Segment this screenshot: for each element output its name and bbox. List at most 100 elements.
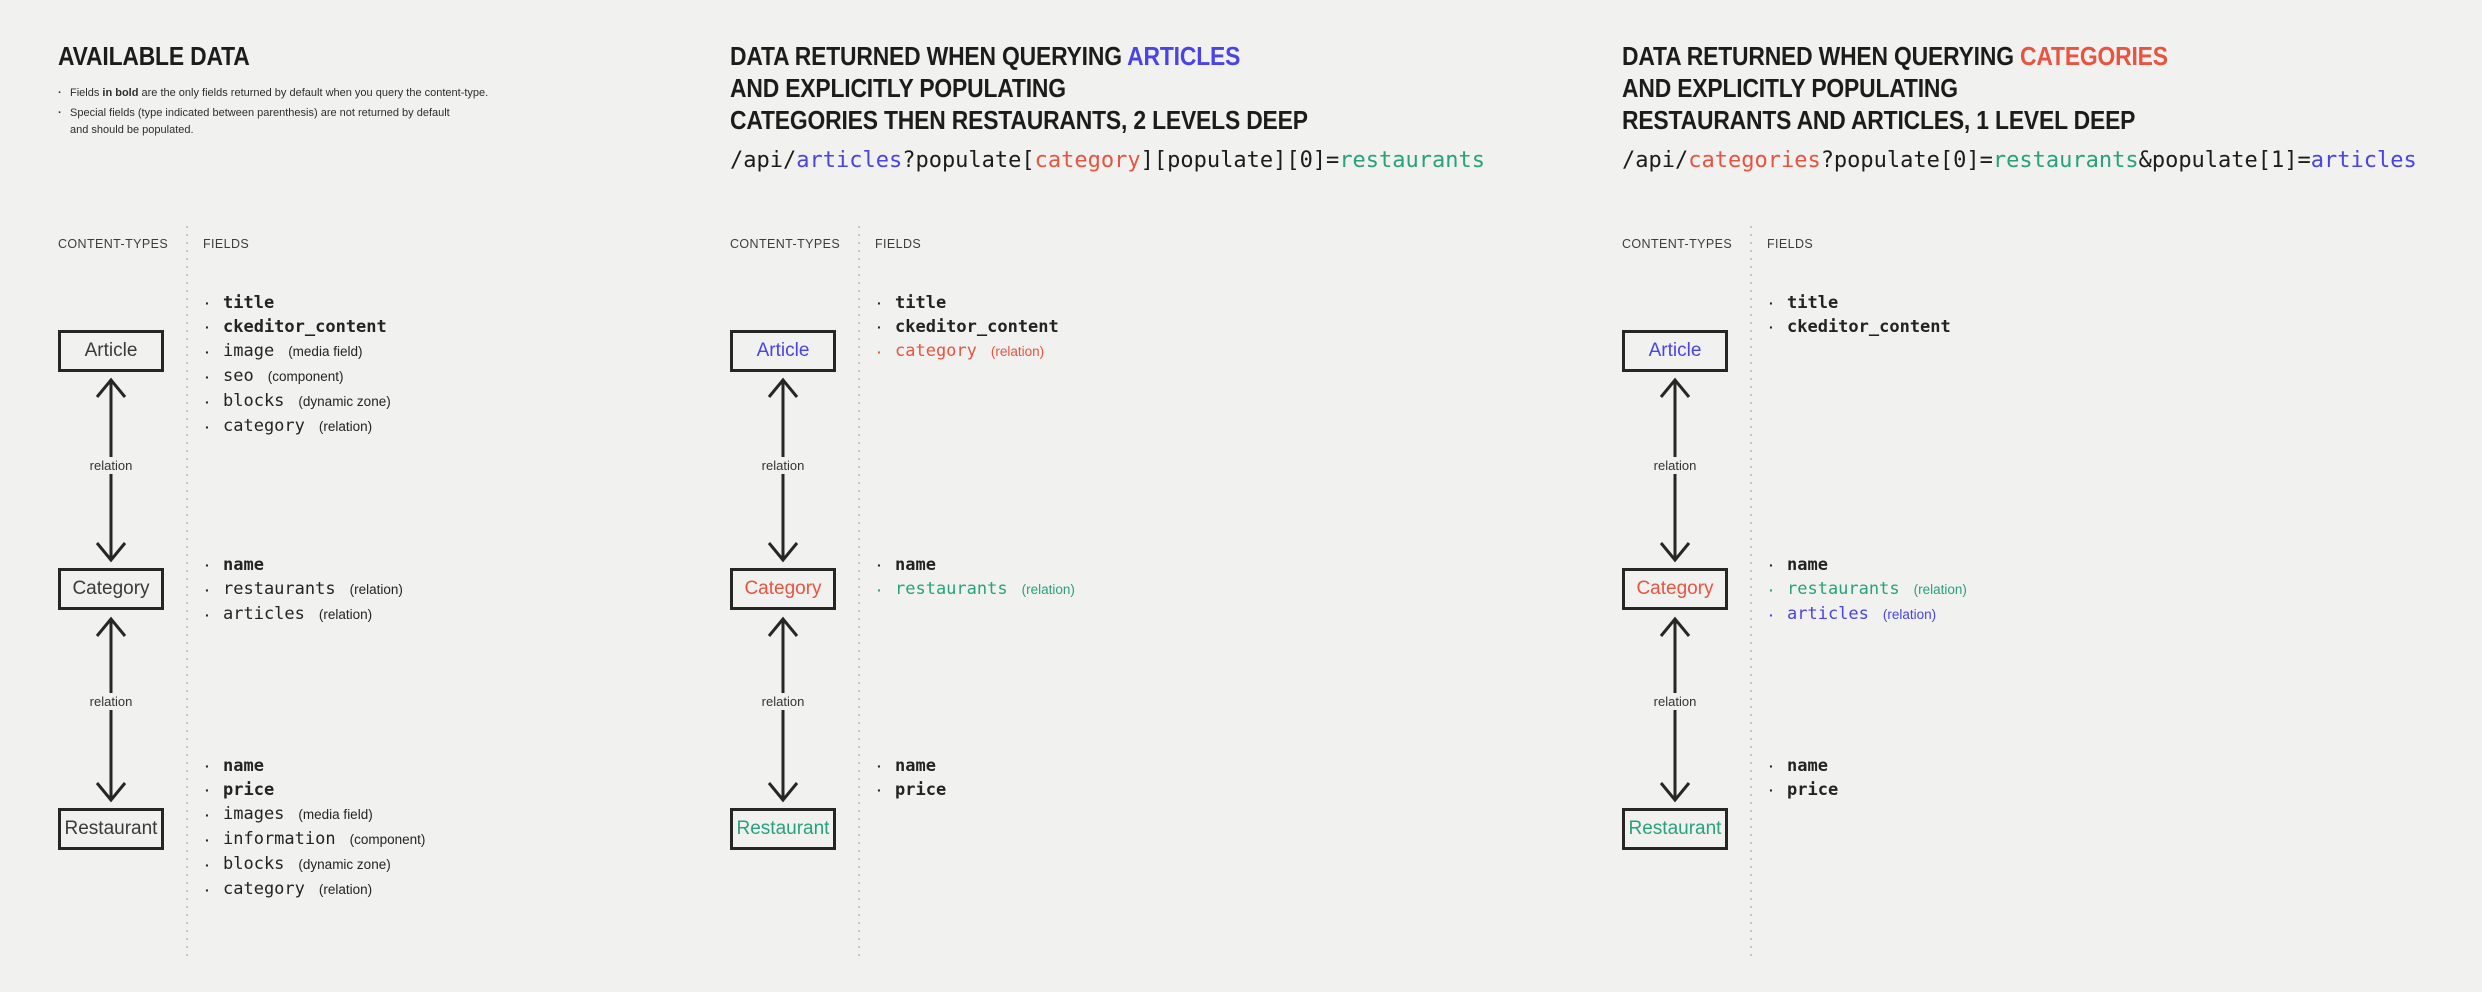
category-fields: name restaurants (relation) — [877, 553, 1237, 602]
field-row: blocks (dynamic zone) — [205, 389, 565, 414]
field-row: name — [877, 754, 1237, 778]
field-type: (relation) — [318, 882, 373, 897]
node-label: Category — [1636, 578, 1714, 599]
code-segment: articles — [796, 148, 903, 173]
content-types-column-label: CONTENT-TYPES — [58, 237, 169, 251]
field-row: restaurants (relation) — [205, 577, 565, 602]
field-row: name — [205, 553, 565, 577]
heading-segment: DATA RETURNED WHEN QUERYING — [1622, 41, 2021, 71]
field-row: image (media field) — [205, 339, 565, 364]
field-type: (dynamic zone) — [298, 394, 391, 409]
field-row: ckeditor_content — [877, 315, 1237, 339]
field-name: articles — [223, 604, 305, 624]
heading-segment: CATEGORIES THEN RESTAURANTS, 2 LEVELS DE… — [730, 105, 1308, 135]
article-fields: title ckeditor_content — [1769, 291, 2129, 339]
relation-label: relation — [1647, 693, 1703, 710]
field-type: (relation) — [1021, 582, 1075, 597]
field-row: category (relation) — [205, 414, 565, 439]
field-type: (relation) — [990, 344, 1045, 359]
field-row: blocks (dynamic zone) — [205, 852, 565, 877]
field-name: name — [895, 756, 936, 776]
field-row: name — [1769, 754, 2129, 778]
category-box: Category — [1622, 568, 1728, 610]
note-text: and should be populated. — [70, 124, 194, 136]
code-segment: /api/ — [730, 148, 797, 173]
field-type: (relation) — [318, 607, 373, 622]
api-code-line: /api/categories?populate[0]=restaurants&… — [1622, 146, 2417, 176]
field-row: title — [877, 291, 1237, 315]
article-box: Article — [58, 330, 164, 372]
field-row: name — [205, 754, 565, 778]
node-label: Restaurant — [1628, 818, 1722, 839]
field-name: ckeditor_content — [223, 317, 387, 337]
node-label: Restaurant — [736, 818, 830, 839]
content-types-column-label: CONTENT-TYPES — [730, 237, 841, 251]
note-item: Special fields (type indicated between p… — [58, 105, 488, 139]
usage-notes: Fields in bold are the only fields retur… — [58, 85, 488, 139]
field-name: restaurants — [895, 579, 1008, 599]
field-row: category (relation) — [205, 877, 565, 902]
restaurant-fields: name price — [877, 754, 1237, 802]
field-name: restaurants — [1787, 579, 1900, 599]
field-row: ckeditor_content — [205, 315, 565, 339]
restaurant-box: Restaurant — [730, 808, 836, 850]
note-text: are the only fields returned by default … — [138, 87, 489, 99]
field-name: price — [1787, 780, 1839, 800]
fields-column-label: FIELDS — [203, 237, 250, 251]
field-name: price — [895, 780, 947, 800]
node-label: Article — [84, 340, 138, 361]
relation-label: relation — [83, 457, 139, 474]
api-code-line: /api/articles?populate[category][populat… — [730, 146, 1485, 176]
fields-column-label: FIELDS — [1767, 237, 1814, 251]
heading-segment: AND EXPLICITLY POPULATING — [730, 73, 1066, 103]
code-segment: restaurants — [1992, 148, 2139, 173]
field-row: information (component) — [205, 827, 565, 852]
field-type: (dynamic zone) — [298, 857, 391, 872]
field-name: name — [1787, 756, 1828, 776]
content-types-column-label: CONTENT-TYPES — [1622, 237, 1733, 251]
field-row: images (media field) — [205, 802, 565, 827]
restaurant-fields: name price images (media field) informat… — [205, 754, 565, 902]
field-name: name — [223, 756, 264, 776]
panel-available-data: AVAILABLE DATA Fields in bold are the on… — [58, 0, 718, 992]
article-box: Article — [1622, 330, 1728, 372]
column-separator — [858, 226, 860, 960]
field-name: seo — [223, 366, 254, 386]
field-name: category — [223, 879, 305, 899]
restaurant-fields: name price — [1769, 754, 2129, 802]
field-row: restaurants (relation) — [1769, 577, 2129, 602]
note-text: Special fields (type indicated between p… — [70, 107, 450, 119]
field-row: restaurants (relation) — [877, 577, 1237, 602]
field-name: ckeditor_content — [895, 317, 1059, 337]
field-name: name — [223, 555, 264, 575]
code-segment: ][populate][0]= — [1140, 148, 1340, 173]
field-type: (relation) — [349, 582, 403, 597]
article-fields: title ckeditor_content image (media fiel… — [205, 291, 565, 439]
code-segment: articles — [2310, 148, 2417, 173]
restaurant-box: Restaurant — [58, 808, 164, 850]
heading-segment: AND EXPLICITLY POPULATING — [1622, 73, 1958, 103]
field-row: price — [877, 778, 1237, 802]
category-fields: name restaurants (relation) articles (re… — [205, 553, 565, 627]
field-row: name — [877, 553, 1237, 577]
code-segment: restaurants — [1339, 148, 1486, 173]
field-name: title — [895, 293, 947, 313]
category-box: Category — [58, 568, 164, 610]
field-name: images — [223, 804, 285, 824]
code-segment: /api/ — [1622, 148, 1689, 173]
field-name: blocks — [223, 854, 285, 874]
category-box: Category — [730, 568, 836, 610]
field-row: articles (relation) — [205, 602, 565, 627]
field-row: price — [205, 778, 565, 802]
fields-column-label: FIELDS — [875, 237, 922, 251]
restaurant-box: Restaurant — [1622, 808, 1728, 850]
heading-segment: ARTICLES — [1127, 41, 1241, 71]
field-name: ckeditor_content — [1787, 317, 1951, 337]
field-row: seo (component) — [205, 364, 565, 389]
relation-label: relation — [755, 457, 811, 474]
code-segment: ?populate[0]= — [1820, 148, 1993, 173]
code-segment: &populate[1]= — [2138, 148, 2311, 173]
code-segment: categories — [1688, 148, 1821, 173]
